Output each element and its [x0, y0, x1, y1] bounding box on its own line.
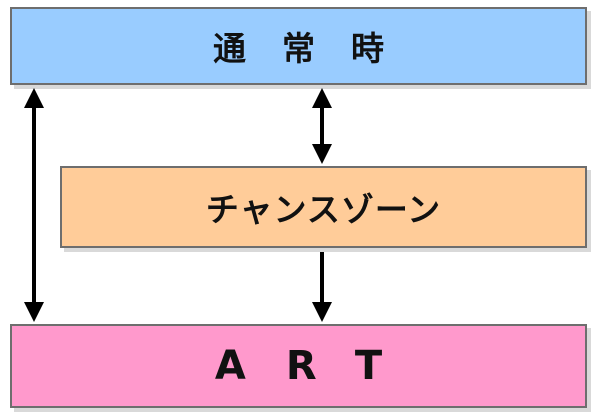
state-art: ART — [10, 324, 587, 408]
state-chance-zone: チャンスゾーン — [60, 166, 587, 248]
state-normal: 通常時 — [10, 7, 587, 85]
state-art-label: ART — [214, 343, 423, 389]
state-normal-label: 通常時 — [213, 29, 420, 68]
state-chance-zone-label: チャンスゾーン — [205, 190, 442, 229]
